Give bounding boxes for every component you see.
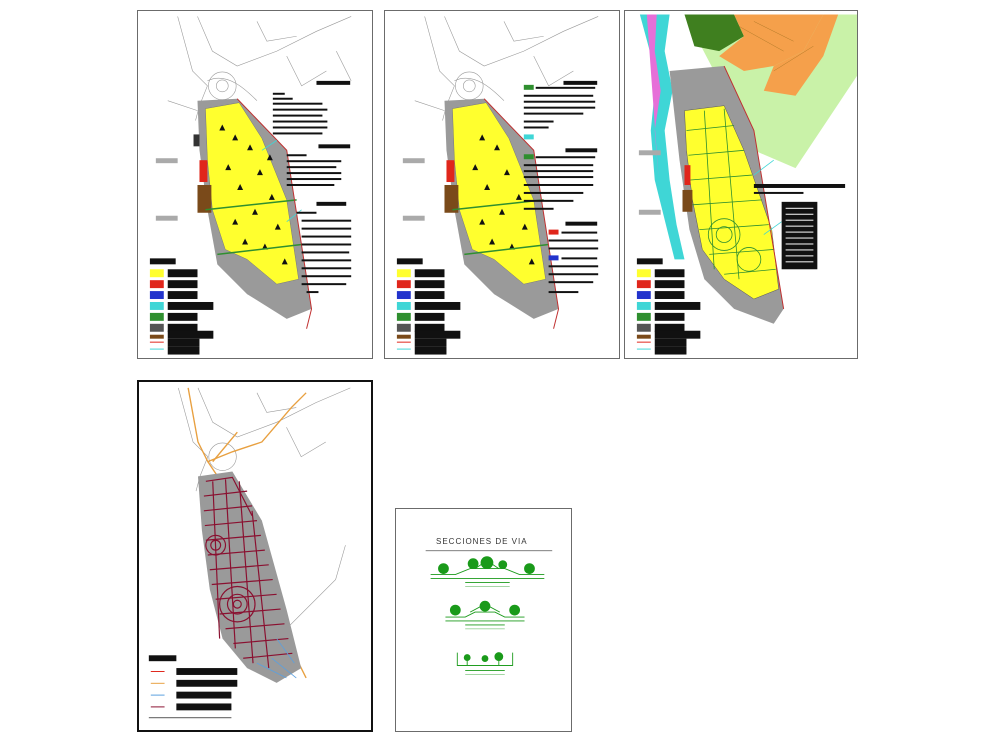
road-sections-sheet: SECCIONES DE VIA bbox=[395, 508, 572, 732]
land-use-plan-drawing bbox=[636, 14, 857, 355]
zoning-plan-drawing-2 bbox=[396, 16, 599, 355]
road-section-1 bbox=[430, 556, 545, 587]
road-network-plan-sheet bbox=[137, 380, 373, 732]
road-sections-drawing bbox=[425, 550, 553, 675]
zoning-plan-sheet-2 bbox=[384, 10, 620, 359]
road-network-plan-drawing bbox=[148, 387, 351, 719]
road-section-2 bbox=[445, 600, 525, 630]
land-use-plan-sheet bbox=[624, 10, 858, 359]
sections-title: SECCIONES DE VIA bbox=[436, 537, 528, 546]
road-section-3 bbox=[456, 652, 514, 675]
zoning-plan-drawing-1 bbox=[149, 16, 352, 355]
zoning-plan-sheet-1 bbox=[137, 10, 373, 359]
